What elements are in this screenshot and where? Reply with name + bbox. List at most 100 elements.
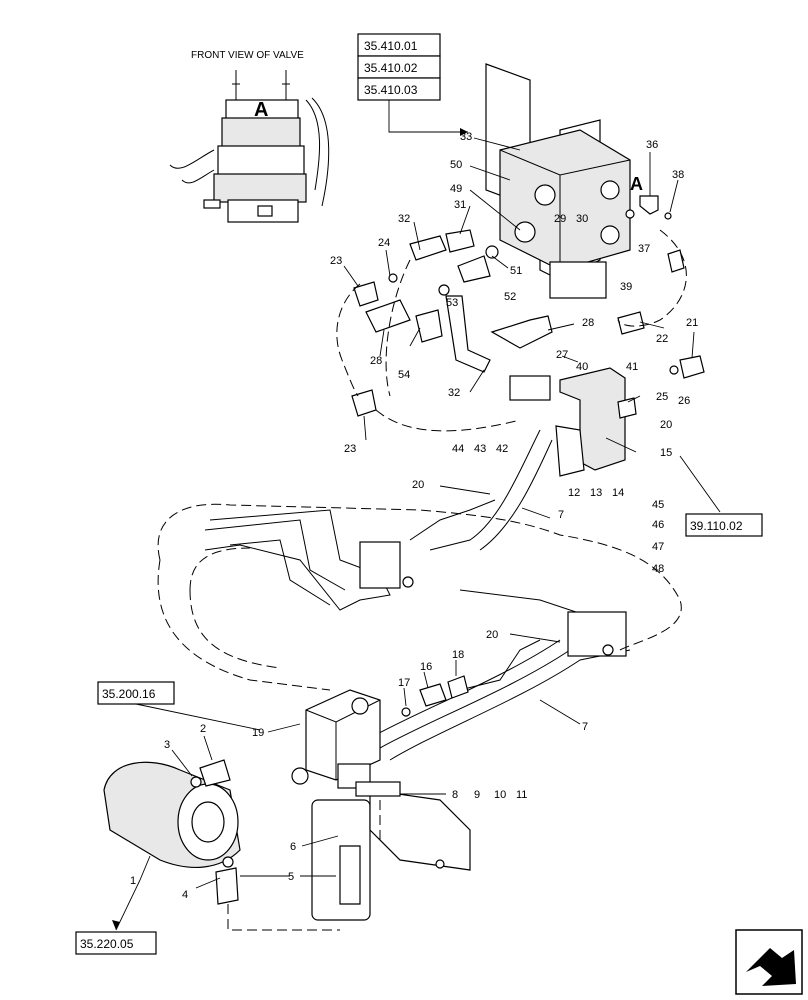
valve-letter: A — [630, 174, 643, 194]
ref-label-35-410-03: 35.410.03 — [364, 83, 418, 97]
inset-left-wires — [169, 149, 215, 184]
callout-40: 40 — [576, 361, 588, 373]
dash-right-loop — [617, 229, 687, 327]
inset-connector-2 — [257, 205, 273, 217]
inset-connector — [203, 199, 221, 209]
inset-top-pins — [232, 70, 290, 100]
clamp-bolt-lower — [602, 644, 614, 656]
lower-valve-side-port — [291, 767, 309, 785]
ref-label-35-410-02: 35.410.02 — [364, 61, 418, 75]
o-ring-pump — [222, 856, 234, 868]
callout-19: 19 — [252, 727, 264, 739]
ref-label-39-110-02: 39.110.02 — [690, 519, 743, 533]
callout-43: 43 — [474, 443, 486, 455]
clamp-lower — [567, 611, 627, 657]
pump-assembly — [103, 759, 241, 905]
ref-box-35-410-03 — [357, 77, 441, 101]
inset-right-hose — [305, 97, 330, 207]
callout-31: 31 — [454, 199, 466, 211]
callout-45: 45 — [652, 499, 664, 511]
inset-valve-letter: A — [254, 99, 268, 121]
callout-2: 2 — [200, 723, 206, 735]
callout-54: 54 — [398, 369, 410, 381]
fitting-31 — [445, 229, 475, 253]
inset-title: FRONT VIEW OF VALVE — [191, 50, 304, 61]
fitting-18 — [447, 675, 469, 699]
o-ring-24 — [388, 273, 398, 283]
hose-7-lower-a — [389, 649, 631, 761]
callout-20b: 20 — [412, 479, 424, 491]
callout-47: 47 — [652, 541, 664, 553]
reference-box-35-200-16: 35.200.16 — [97, 681, 261, 731]
clamp-54 — [415, 309, 443, 343]
hose-fitting-4 — [215, 867, 239, 905]
front-view-inset: FRONT VIEW OF VALVE A — [169, 50, 330, 223]
elbow-52 — [457, 255, 491, 283]
dash-boundary-inner — [189, 547, 281, 669]
valve-solenoid-2 — [600, 225, 620, 245]
callout-24: 24 — [378, 237, 390, 249]
hose-28-right — [490, 315, 553, 349]
fitting-23-bottom — [351, 389, 377, 417]
callout-1: 1 — [130, 875, 136, 887]
dash-boundary-outer — [157, 503, 682, 691]
hose-5-fitting — [339, 845, 361, 905]
callout-50: 50 — [450, 159, 462, 171]
callout-22: 22 — [656, 333, 668, 345]
hose-loop-upper-inner — [204, 519, 346, 591]
callout-14: 14 — [612, 487, 624, 499]
callout-41: 41 — [626, 361, 638, 373]
hose-bundles — [204, 429, 631, 761]
leader-lines — [139, 137, 695, 889]
secondary-valve-port — [555, 425, 585, 477]
clamp-bolt-upper — [402, 576, 414, 588]
clamp-upper — [359, 541, 401, 589]
hose-loop-upper-inner2 — [229, 539, 331, 606]
reference-box-35-220-05: 35.220.05 — [75, 879, 157, 955]
callout-42: 42 — [496, 443, 508, 455]
ref-leader-35-200 — [135, 703, 261, 731]
callout-7b: 7 — [582, 721, 588, 733]
hose-20-upper — [409, 499, 496, 541]
callout-20a: 20 — [660, 419, 672, 431]
callout-8: 8 — [452, 789, 458, 801]
callout-25: 25 — [656, 391, 668, 403]
valve-body — [499, 129, 631, 271]
manifold-8 — [355, 781, 401, 797]
valve-fitting-29 — [534, 184, 556, 206]
callout-23b: 23 — [344, 443, 356, 455]
secondary-valve-fitting-25 — [617, 397, 637, 419]
callout-3: 3 — [164, 739, 170, 751]
ref-arrow-top — [460, 128, 468, 136]
callout-52: 52 — [504, 291, 516, 303]
fitting-21 — [679, 355, 705, 379]
mounting-plate — [369, 789, 471, 871]
callout-4: 4 — [182, 889, 188, 901]
ref-leader-top — [388, 100, 468, 133]
ref-leader-39 — [679, 455, 721, 513]
callout-28b: 28 — [370, 355, 382, 367]
filter-assembly — [291, 675, 471, 921]
hose-7-lower-b — [379, 639, 621, 749]
fitting-16 — [419, 683, 447, 707]
secondary-valve — [509, 367, 637, 477]
callout-17: 17 — [398, 677, 410, 689]
callout-21: 21 — [686, 317, 698, 329]
callout-33: 33 — [460, 131, 472, 143]
hose-clamps — [359, 541, 627, 657]
callout-53: 53 — [446, 297, 458, 309]
next-page-icon[interactable] — [735, 929, 803, 995]
fitting-32 — [409, 235, 447, 261]
o-ring-3 — [190, 776, 202, 788]
main-valve-assembly: A — [485, 63, 672, 299]
o-ring-51a — [485, 245, 499, 259]
callout-27: 27 — [556, 349, 568, 361]
dash-bottom-left — [375, 409, 521, 432]
valve-solenoid-1 — [600, 180, 620, 200]
reference-box-group-top: 35.410.01 35.410.02 35.410.03 — [357, 33, 468, 136]
elbow-fitting-36 — [639, 195, 659, 215]
valve-fitting-49 — [514, 221, 536, 243]
callout-18: 18 — [452, 649, 464, 661]
callout-6: 6 — [290, 841, 296, 853]
ref-leader-35-220 — [115, 879, 141, 931]
